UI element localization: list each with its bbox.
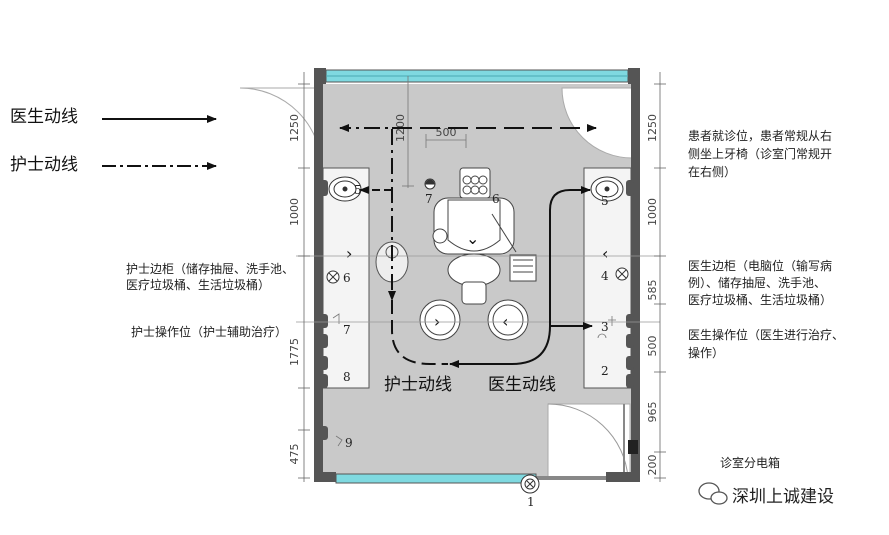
- right-sink: [590, 176, 624, 202]
- doctor-flow-label: 医生动线: [488, 375, 556, 395]
- doctor-stool: [487, 299, 529, 341]
- dim-right-965: 965: [646, 402, 659, 423]
- patient-note-line3: 在右侧）: [688, 165, 737, 179]
- extension-lines: [296, 255, 660, 323]
- left-cabinet-chevron: ›: [346, 244, 352, 263]
- dim-right-1250: 1250: [646, 114, 659, 142]
- watermark: 深圳上诚建设: [732, 487, 834, 507]
- right-bin: [615, 267, 629, 281]
- door-swing-top-right: [561, 87, 633, 159]
- dental-chair: [432, 167, 537, 305]
- plan-num-6-chair: 6: [492, 192, 500, 206]
- lamp-icon: [424, 178, 436, 190]
- plan-num-9: 9: [345, 436, 353, 450]
- plan-num-3: 3: [601, 320, 609, 334]
- nurse-operation-note: 护士操作位（护士辅助治疗）: [131, 325, 288, 339]
- right-dimension: [654, 72, 666, 482]
- wall-right: [631, 70, 640, 482]
- left-fixtures: [320, 180, 328, 440]
- left-bin: [326, 270, 340, 284]
- right-fixtures: [626, 180, 638, 454]
- plan-num-7-top: 7: [425, 192, 433, 206]
- dim-right-585: 585: [646, 280, 659, 301]
- wall-top-left-post: [314, 68, 326, 84]
- dim-left-1000: 1000: [288, 198, 301, 226]
- plan-num-4: 4: [601, 269, 609, 283]
- nurse-flow-line-bottom: [388, 291, 448, 365]
- dim-top-500: 500: [436, 126, 457, 139]
- plan-num-2: 2: [601, 364, 609, 378]
- legend-nurse-label: 护士动线: [10, 155, 78, 175]
- plan-num-7-left: 7: [343, 323, 351, 337]
- wechat-icon: [698, 482, 728, 505]
- doctor-operation-note-line2: 操作）: [688, 346, 725, 360]
- dim-left-1250: 1250: [288, 114, 301, 142]
- window-bottom: [335, 473, 537, 484]
- dim-right-1000: 1000: [646, 198, 659, 226]
- plan-num-5-left: 5: [354, 183, 362, 197]
- dim-left-1775: 1775: [288, 338, 301, 366]
- legend-doctor-label: 医生动线: [10, 107, 78, 127]
- plan-num-8: 8: [343, 370, 351, 384]
- nurse-stool: [419, 299, 461, 341]
- plan-num-5-right: 5: [601, 194, 609, 208]
- doctor-cabinet-note-line1: 医生边柜（电脑位（输写病: [688, 259, 833, 273]
- wall-bottom-left-post: [314, 472, 336, 482]
- dim-right-200: 200: [646, 455, 659, 476]
- left-sink: [328, 176, 362, 202]
- doctor-operation-note-line1: 医生操作位（医生进行治疗、: [688, 328, 845, 342]
- nurse-flow-label: 护士动线: [384, 375, 452, 395]
- wall-left: [314, 70, 323, 482]
- nurse-stool-chevron: ›: [434, 312, 440, 331]
- right-cabinet-chevron: ‹: [602, 244, 608, 263]
- wall-bottom-right-post: [606, 472, 640, 482]
- doctor-stool-chevron: ‹: [502, 312, 508, 331]
- chair-chevron: ⌄: [466, 229, 479, 248]
- faucet-marks: [332, 313, 616, 447]
- doctor-cabinet-note-line2: 例）、储存抽屉、洗手池、: [688, 276, 827, 290]
- dim-left-475: 475: [288, 444, 301, 465]
- nurse-cabinet-note-line1: 护士边柜（储存抽屉、洗手池、: [126, 262, 295, 276]
- nurse-cabinet-note-line2: 医疗垃圾桶、生活垃圾桶）: [126, 278, 271, 292]
- nurse-flow-line: [339, 124, 393, 290]
- wall-top-right-post: [628, 68, 640, 84]
- patient-note-line2: 侧坐上牙椅（诊室门常规开: [688, 147, 833, 161]
- doctor-cabinet-note-line3: 医疗垃圾桶、生活垃圾桶）: [688, 293, 833, 307]
- door-swing-top-left: [239, 87, 323, 171]
- plan-num-6-left: 6: [343, 271, 351, 285]
- left-dimension: [298, 72, 310, 482]
- distribution-box-note: 诊室分电箱: [720, 456, 781, 470]
- patient-note-line1: 患者就诊位，患者常规从右: [688, 129, 833, 143]
- dim-right-500: 500: [646, 336, 659, 357]
- floor-socket: [520, 474, 540, 494]
- plan-num-1: 1: [527, 495, 535, 509]
